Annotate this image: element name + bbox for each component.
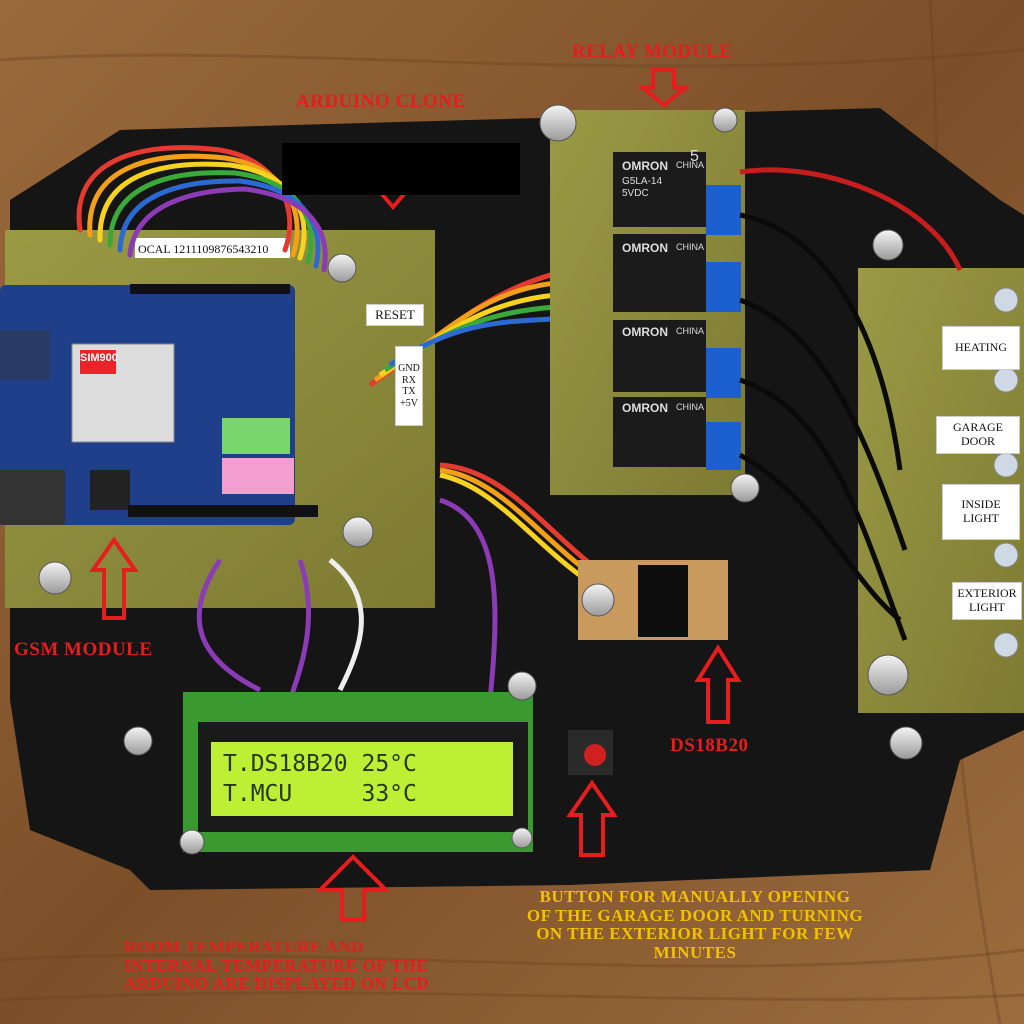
relay-voltage-label: 5VDC [622, 188, 649, 199]
exterior-light-line2: LIGHT [969, 600, 1005, 614]
arrow-lcd [315, 854, 391, 922]
relay-module-label: RELAY MODULE [572, 41, 733, 62]
garage-door-line2: DOOR [960, 434, 995, 448]
button-caption: BUTTON FOR MANUALLY OPENING OF THE GARAG… [500, 887, 890, 963]
heating-tag: HEATING [942, 326, 1020, 370]
lcd-caption: ROOM TEMPERATURE AND INTERNAL TEMPERATUR… [124, 937, 430, 994]
inside-light-line1: INSIDE [961, 497, 1001, 512]
inside-light-tag: INSIDE LIGHT [942, 484, 1020, 540]
arrow-ds18b20 [694, 644, 742, 724]
svg-text:OCAL 1211109876543210: OCAL 1211109876543210 [138, 242, 268, 256]
lcd-line-2: T.MCU 33°C [223, 781, 417, 807]
arduino-clone-label: ARDUINO CLONE [296, 91, 466, 112]
svg-text:CHINA: CHINA [676, 160, 704, 170]
lcd-screen: T.DS18B20 25°C T.MCU 33°C [211, 742, 513, 816]
screws [38, 104, 923, 855]
button-caption-line3: ON THE EXTERIOR LIGHT FOR FEW [536, 924, 854, 944]
svg-text:OMRON: OMRON [622, 401, 668, 415]
ds18b20-label: DS18B20 [670, 735, 749, 756]
lcd-caption-line2: INTERNAL TEMPERATURE OF THE [124, 955, 429, 975]
inside-light-line2: LIGHT [963, 511, 999, 525]
button-caption-line2: OF THE GARAGE DOOR AND TURNING [526, 905, 864, 925]
svg-text:OMRON: OMRON [622, 241, 668, 255]
lcd-caption-line1: ROOM TEMPERATURE AND [124, 937, 364, 956]
relay-blocks [613, 152, 706, 467]
redacted-block [282, 143, 520, 195]
gsm-module-label: GSM MODULE [14, 639, 153, 660]
arrow-button [566, 779, 618, 857]
header-pins-tag: GND RX TX +5V [395, 346, 423, 426]
arrow-relay [637, 68, 691, 108]
svg-text:CHINA: CHINA [676, 402, 704, 412]
svg-text:CHINA: CHINA [676, 326, 704, 336]
lcd-line-1: T.DS18B20 25°C [223, 751, 417, 777]
garage-door-line1: GARAGE [953, 420, 1003, 435]
sim900-label: SIM900 [80, 352, 118, 364]
relay-model-label: G5LA-14 [622, 176, 663, 187]
svg-text:CHINA: CHINA [676, 242, 704, 252]
reset-tag: RESET [366, 304, 424, 326]
exterior-light-tag: EXTERIOR LIGHT [952, 582, 1022, 620]
heating-tag-text: HEATING [955, 340, 1007, 355]
button-caption-line1: BUTTON FOR MANUALLY OPENING [539, 887, 851, 906]
svg-text:OMRON: OMRON [622, 325, 668, 339]
garage-door-tag: GARAGE DOOR [936, 416, 1020, 454]
relay-number-label: 5 [690, 148, 699, 165]
arrow-gsm [89, 536, 139, 620]
button-caption-line4: MINUTES [653, 943, 737, 963]
svg-text:OMRON: OMRON [622, 159, 668, 173]
lcd-caption-line3: ARDUINO ARE DISPLAYED ON LCD [124, 974, 430, 994]
exterior-light-line1: EXTERIOR [957, 586, 1017, 601]
